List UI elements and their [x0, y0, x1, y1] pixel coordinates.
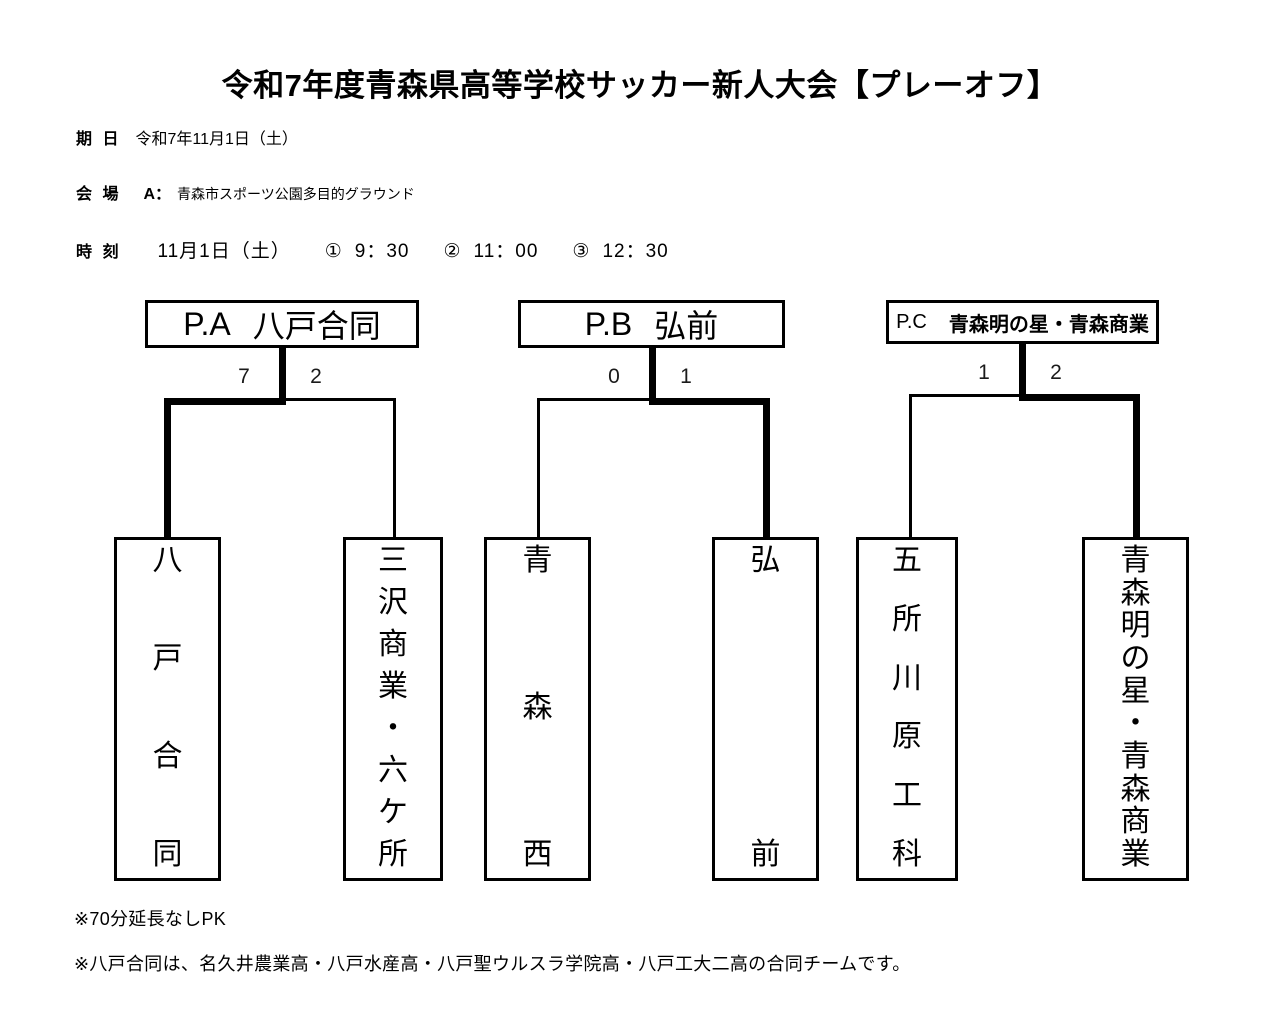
team-name-char: 所: [378, 838, 408, 871]
time-day: 11月1日（土）: [157, 241, 291, 262]
bracket-stem: [1019, 344, 1026, 401]
time-slot-3: ③ 12：30: [572, 241, 668, 262]
team-box: 青森明の星・青森商業: [1082, 537, 1189, 881]
team-name-char: 所: [892, 602, 922, 636]
score-right: 2: [1050, 361, 1062, 384]
team-name-char: 青: [1120, 739, 1151, 773]
note-combined-team: ※八戸合同は、名久井農業高・八戸水産高・八戸聖ウルスラ学院高・八戸工大二高の合同…: [74, 954, 911, 974]
group-header-box-pc: P.C 青森明の星・青森商業: [886, 300, 1159, 344]
group-code: P.A: [183, 305, 231, 342]
team-name-char: 星: [1120, 674, 1151, 708]
time-row: 時 刻 11月1日（土） ① 9：30 ② 11：00 ③ 12：30: [76, 236, 669, 263]
team-name-char: 前: [750, 838, 781, 871]
slot-time-1: 9：30: [354, 241, 410, 262]
bracket-stem: [649, 348, 656, 405]
bracket-bar-right: [1019, 394, 1137, 401]
team-name-char: 明: [1120, 609, 1151, 643]
team-name-char: 六: [378, 754, 408, 787]
score-left: 1: [978, 361, 990, 384]
team-name-char: 西: [522, 838, 553, 871]
team-box: 青森西: [484, 537, 591, 881]
team-name-char: 沢: [378, 586, 408, 619]
team-box: 五所川原工科: [856, 537, 958, 881]
group-code: P.B: [584, 305, 633, 342]
bracket-leg-left: [164, 398, 171, 537]
venue-label: 会 場: [76, 186, 122, 203]
group-winner-name: 弘前: [654, 308, 719, 344]
team-name-char: ケ: [378, 796, 408, 829]
slot-number-3: ③: [572, 241, 591, 262]
date-label: 期 日: [76, 131, 122, 148]
team-name-char: 五: [892, 544, 922, 577]
venue-name: 青森市スポーツ公園多目的グラウンド: [177, 186, 415, 202]
team-name-char: 原: [892, 720, 922, 754]
bracket-bar-right: [649, 398, 767, 405]
team-name-char: 弘: [750, 544, 781, 577]
team-name-char: 商: [1120, 805, 1151, 839]
team-name-char: 業: [378, 670, 408, 703]
group-header-box-pb: P.B 弘前: [518, 300, 785, 348]
group-header-box-pa: P.A 八戸合同: [145, 300, 419, 348]
team-name-char: 商: [378, 628, 408, 661]
bracket-bar-left: [909, 394, 1025, 397]
bracket-bar-left: [537, 398, 655, 401]
bracket-leg-right: [763, 398, 770, 537]
page-title: 令和7年度青森県高等学校サッカー新人大会【プレーオフ】: [221, 68, 1059, 103]
slot-number-2: ②: [443, 241, 462, 262]
time-slot-2: ② 11：00: [444, 241, 539, 262]
time-label: 時 刻: [76, 244, 122, 261]
team-name-char: 業: [1120, 837, 1151, 871]
bracket-leg-right: [1133, 394, 1140, 537]
team-name-char: 工: [892, 779, 922, 813]
slot-number-1: ①: [324, 241, 343, 262]
team-box: 弘前: [712, 537, 819, 881]
score-right: 2: [310, 365, 322, 388]
group-code: P.C: [896, 310, 927, 333]
team-name-char: 科: [892, 837, 922, 871]
bracket-leg-right: [393, 398, 396, 537]
team-name-char: 三: [378, 544, 408, 577]
bracket-stem: [279, 348, 286, 405]
team-box: 八戸合同: [114, 537, 221, 881]
date-row: 期 日令和7年11月1日（土）: [76, 125, 298, 149]
score-left: 7: [238, 365, 250, 388]
slot-time-3: 12：30: [602, 241, 669, 262]
team-name-char: 青: [1120, 544, 1151, 577]
group-winner-name: 八戸合同: [252, 308, 381, 344]
bracket-bar-left: [164, 398, 283, 405]
team-name-char: 森: [522, 691, 553, 724]
team-name-char: 森: [1120, 772, 1151, 806]
team-name-char: ・: [1120, 707, 1151, 741]
team-box: 三沢商業・六ケ所: [343, 537, 443, 881]
bracket-bar-right: [279, 398, 395, 401]
team-name-char: 森: [1120, 576, 1151, 610]
team-name-char: 八: [152, 544, 183, 577]
slot-time-2: 11：00: [473, 241, 539, 262]
venue-row: 会 場 A： 青森市スポーツ公園多目的グラウンド: [76, 180, 415, 204]
venue-key: A：: [143, 186, 172, 203]
bracket-leg-left: [537, 398, 540, 537]
score-right: 1: [680, 365, 692, 388]
team-name-char: 青: [522, 544, 553, 577]
team-name-char: 戸: [152, 642, 183, 675]
team-name-char: 合: [152, 740, 183, 773]
team-name-char: 同: [152, 838, 183, 871]
note-pk-rule: ※70分延長なしPK: [74, 909, 227, 929]
team-name-char: 川: [892, 661, 922, 695]
team-name-char: ・: [378, 712, 408, 745]
group-winner-name: 青森明の星・青森商業: [948, 313, 1149, 336]
date-value: 令和7年11月1日（土）: [135, 131, 298, 148]
bracket-leg-left: [909, 394, 912, 537]
time-slot-1: ① 9：30: [325, 241, 410, 262]
score-left: 0: [608, 365, 620, 388]
team-name-char: の: [1120, 641, 1151, 675]
